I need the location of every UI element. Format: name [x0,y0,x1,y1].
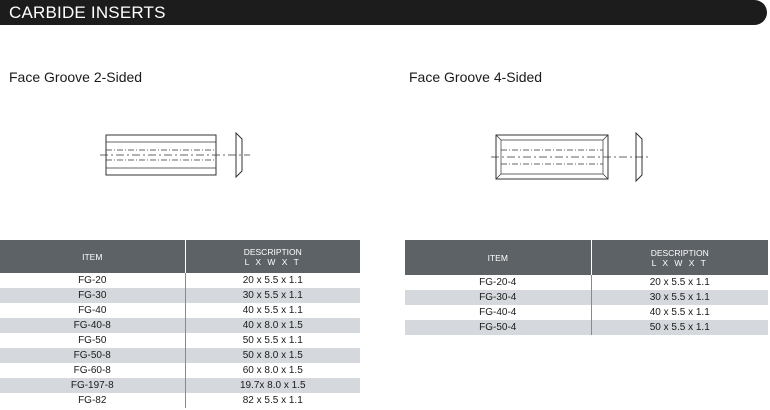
header-item: ITEM [0,240,186,273]
header-description-sub: L X W X T [651,257,708,268]
item-cell: FG-20-4 [405,275,592,290]
header-description-sub: L X W X T [244,256,301,267]
item-cell: FG-20 [0,273,186,288]
header-description-label: DESCRIPTION [650,247,709,258]
table-row: FG-40 40 x 5.5 x 1.1 [0,303,360,318]
description-cell: 20 x 5.5 x 1.1 [649,277,710,288]
item-cell: FG-40-4 [405,305,592,320]
description-cell: 50 x 5.5 x 1.1 [591,320,768,335]
table-row: FG-60-8 60 x 8.0 x 1.5 [0,363,360,378]
table-row: FG-40-4 40 x 5.5 x 1.1 [405,305,768,320]
description-cell: 50 x 8.0 x 1.5 [185,348,360,363]
description-cell: 30 x 5.5 x 1.1 [185,288,360,303]
section-title-4-sided: Face Groove 4-Sided [409,69,543,85]
item-cell: FG-40 [0,303,186,318]
description-cell: 20 x 5.5 x 1.1 [242,275,303,286]
description-cell: 82 x 5.5 x 1.1 [242,395,303,406]
description-cell: 40 x 8.0 x 1.5 [185,318,360,333]
table-row: FG-20 20 x 5.5 x 1.1 [0,273,360,288]
item-cell: FG-197-8 [0,378,186,393]
description-cell: 40 x 5.5 x 1.1 [242,305,303,316]
item-cell: FG-50 [0,333,186,348]
item-cell: FG-82 [0,393,186,408]
item-cell: FG-50-8 [0,348,186,363]
banner-title: CARBIDE INSERTS [9,3,166,22]
header-description-label: DESCRIPTION [243,246,302,257]
insert-2-sided-drawing [100,131,250,179]
item-cell: FG-30-4 [405,290,592,305]
description-cell: 30 x 5.5 x 1.1 [591,290,768,305]
table-row: FG-82 82 x 5.5 x 1.1 [0,393,360,408]
description-cell: 60 x 8.0 x 1.5 [242,365,303,376]
item-cell: FG-50-4 [405,320,592,335]
table-4-sided: ITEM DESCRIPTION L X W X T FG-20-4 20 x 5… [405,240,768,335]
description-cell: 50 x 5.5 x 1.1 [242,335,303,346]
table-row: FG-20-4 20 x 5.5 x 1.1 [405,275,768,290]
item-cell: FG-30 [0,288,186,303]
section-title-2-sided: Face Groove 2-Sided [9,69,143,85]
header-description: DESCRIPTION L X W X T [185,240,360,273]
item-cell: FG-60-8 [0,363,186,378]
page-banner: CARBIDE INSERTS [0,0,767,25]
header-description: DESCRIPTION L X W X T [591,240,768,275]
insert-4-sided-drawing [491,131,650,183]
item-cell: FG-40-8 [0,318,186,333]
header-item: ITEM [405,240,592,275]
table-row: FG-50 50 x 5.5 x 1.1 [0,333,360,348]
table-2-sided: ITEM DESCRIPTION L X W X T FG-20 20 x 5.5… [0,240,360,408]
description-cell: 40 x 5.5 x 1.1 [649,307,710,318]
description-cell: 19.7x 8.0 x 1.5 [185,378,360,393]
